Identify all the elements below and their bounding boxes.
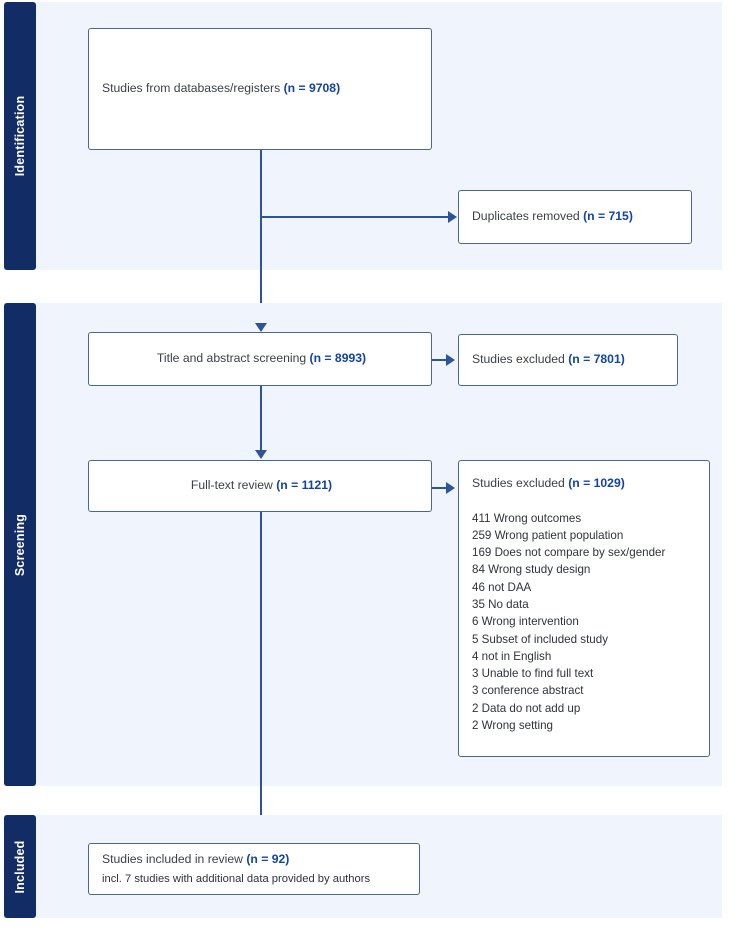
arrow-excluded-screening-head [446,354,455,366]
node-full-text-review[interactable]: Full-text review (n = 1121) [88,460,432,512]
node-studies-included-sublabel: incl. 7 studies with additional data pro… [102,872,371,885]
node-records-identified-count: (n = 9708) [283,81,341,96]
stage-tab-identification-label: Identification [13,95,27,177]
node-excluded-screening-count: (n = 7801) [568,352,625,367]
arrow-to-title-abstract [255,323,267,332]
node-full-text-review-count: (n = 1121) [276,478,333,493]
node-studies-included-label: Studies included in review [102,852,243,867]
node-excluded-full-text-heading: Studies excluded (n = 1029) [472,475,699,493]
arrow-excluded-full-text-head [446,482,455,494]
connector-to-full-text [260,386,262,450]
connector-duplicates-branch [260,216,450,218]
node-records-identified-label: Studies from databases/registers [102,81,281,96]
exclusion-reason-item: 35 No data [472,598,529,612]
stage-tab-screening: Screening [4,303,36,786]
connector-identification-spine [260,150,262,332]
exclusion-reason-item: 5 Subset of included study [472,632,608,646]
exclusion-reason-item: 3 conference abstract [472,684,584,698]
node-excluded-full-text-label: Studies excluded [472,476,565,490]
exclusion-reason-item: 46 not DAA [472,580,532,594]
exclusion-reason-item: 3 Unable to find full text [472,667,594,681]
arrow-duplicates-head [448,211,457,223]
stage-tab-included-label: Included [13,840,27,893]
node-studies-included[interactable]: Studies included in review (n = 92) incl… [88,843,420,895]
exclusion-reason-item: 4 not in English [472,649,552,663]
exclusion-reason-item: 169 Does not compare by sex/gender [472,546,666,560]
node-excluded-full-text-count: (n = 1029) [568,476,625,490]
exclusion-reason-list: 411 Wrong outcomes 259 Wrong patient pop… [472,510,699,734]
stage-tab-screening-label: Screening [13,513,27,576]
exclusion-reason-item: 411 Wrong outcomes [472,511,582,525]
node-excluded-screening-text: Studies excluded (n = 7801) [472,351,667,369]
arrow-to-full-text [255,450,267,459]
stage-tab-identification: Identification [4,2,36,270]
stage-tab-included: Included [4,815,36,918]
node-duplicates-removed[interactable]: Duplicates removed (n = 715) [458,190,692,244]
node-duplicates-removed-label: Duplicates removed [472,209,580,224]
exclusion-reason-item: 2 Wrong setting [472,718,553,732]
connector-excluded-screening [432,359,448,361]
node-excluded-screening[interactable]: Studies excluded (n = 7801) [458,334,678,386]
node-duplicates-removed-text: Duplicates removed (n = 715) [472,208,681,226]
node-studies-included-text: Studies included in review (n = 92) [102,851,409,869]
node-full-text-review-label: Full-text review [190,478,273,493]
node-full-text-review-text: Full-text review (n = 1121) [102,477,421,495]
node-title-abstract-label: Title and abstract screening [156,351,307,366]
node-duplicates-removed-count: (n = 715) [583,209,633,224]
node-title-abstract-text: Title and abstract screening (n = 8993) [102,350,421,368]
exclusion-reason-item: 84 Wrong study design [472,563,591,577]
exclusion-reason-item: 6 Wrong intervention [472,615,579,629]
node-studies-included-count: (n = 92) [246,852,290,867]
connector-to-included [260,512,262,837]
connector-excluded-full-text [432,487,448,489]
node-title-abstract-count: (n = 8993) [309,351,367,366]
exclusion-reason-item: 259 Wrong patient population [472,528,624,542]
exclusion-reason-item: 2 Data do not add up [472,701,581,715]
node-excluded-screening-label: Studies excluded [472,352,565,367]
node-records-identified[interactable]: Studies from databases/registers (n = 97… [88,28,432,150]
node-excluded-full-text[interactable]: Studies excluded (n = 1029) 411 Wrong ou… [458,460,710,757]
node-records-identified-text: Studies from databases/registers (n = 97… [102,80,421,98]
node-title-abstract-screening[interactable]: Title and abstract screening (n = 8993) [88,332,432,386]
